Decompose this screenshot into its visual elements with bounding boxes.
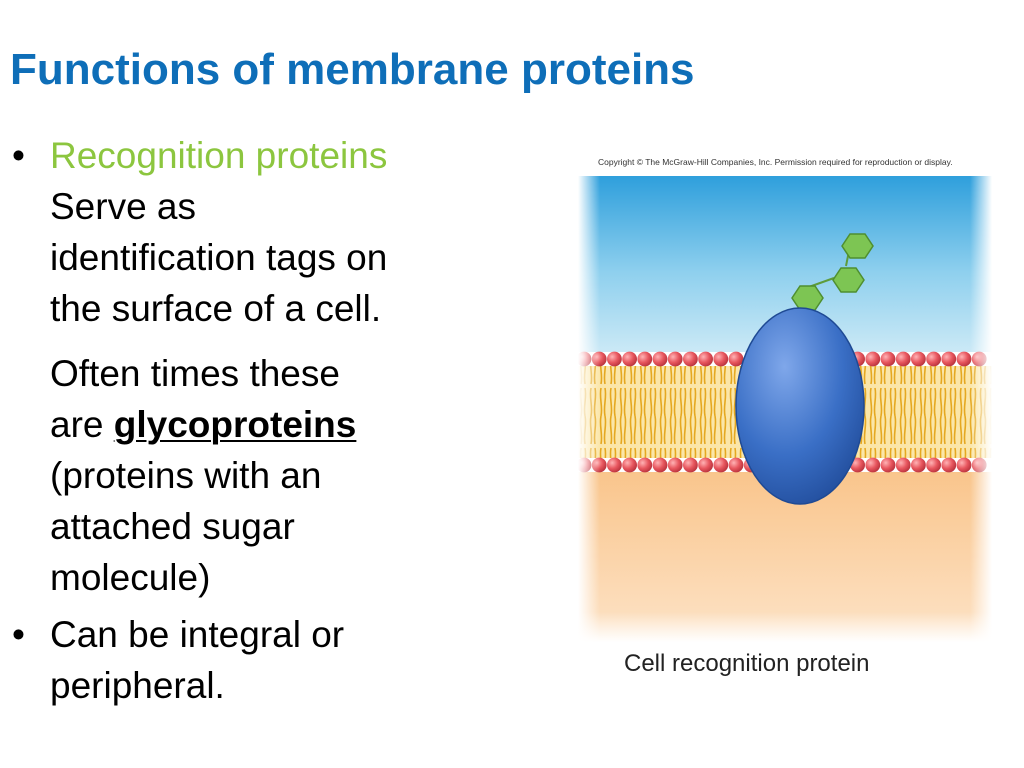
- bullet-text-line: identification tags on: [50, 237, 388, 278]
- bullet-text-line: the surface of a cell.: [50, 288, 382, 329]
- figure-caption: Cell recognition protein: [624, 650, 870, 677]
- phospholipid-head: [911, 457, 926, 473]
- phospholipid-head: [926, 351, 941, 367]
- phospholipid-head: [880, 457, 896, 473]
- phospholipid-head: [850, 457, 865, 473]
- bullet-list: • Recognition proteins Serve as identifi…: [12, 130, 482, 711]
- phospholipid-head: [713, 351, 729, 367]
- phospholipid-head: [652, 351, 668, 367]
- phospholipid-head: [728, 351, 744, 367]
- phospholipid-head: [941, 351, 957, 367]
- phospholipid-head: [667, 457, 683, 473]
- glycoproteins-term: glycoproteins: [113, 404, 357, 445]
- phospholipid-head: [637, 351, 653, 367]
- phospholipid-head: [956, 351, 972, 367]
- bullet-integral-or-peripheral: • Can be integral or peripheral.: [12, 609, 482, 711]
- sugar-hexagon: [841, 233, 874, 259]
- phospholipid-head: [652, 457, 668, 473]
- phospholipid-head: [622, 351, 637, 367]
- bullet-recognition-proteins: • Recognition proteins Serve as identifi…: [12, 130, 482, 603]
- phospholipid-head: [895, 351, 911, 367]
- membrane-figure: Copyright © The McGraw-Hill Companies, I…: [578, 150, 992, 690]
- phospholipid-head: [713, 457, 729, 473]
- phospholipid-head: [865, 457, 881, 473]
- bullet-text-line: Often times these: [50, 353, 340, 394]
- phospholipid-head: [698, 351, 713, 367]
- phospholipid-head: [895, 457, 911, 473]
- bullet-heading: Recognition proteins: [50, 135, 388, 176]
- bullet-text-line: (proteins with an: [50, 455, 322, 496]
- bullet-text-line: Can be integral or: [50, 614, 345, 655]
- phospholipid-head: [683, 457, 698, 473]
- phospholipid-head: [956, 457, 972, 473]
- phospholipid-head: [637, 457, 653, 473]
- phospholipid-head: [880, 351, 896, 367]
- phospholipid-head: [728, 457, 744, 473]
- phospholipid-head: [698, 457, 713, 473]
- bullet-text-fragment: are: [50, 404, 114, 445]
- sugar-hexagon: [832, 267, 865, 293]
- bullet-text-line: molecule): [50, 557, 211, 598]
- membrane-diagram: [578, 176, 992, 642]
- phospholipid-head: [622, 457, 637, 473]
- phospholipid-head: [865, 351, 881, 367]
- bullet-text-line: peripheral.: [50, 665, 225, 706]
- phospholipid-head: [911, 351, 926, 367]
- bullet-text-line: attached sugar: [50, 506, 295, 547]
- bullet-marker: •: [12, 135, 25, 176]
- slide-title: Functions of membrane proteins: [10, 45, 695, 94]
- bullet-text-line: Serve as: [50, 186, 197, 227]
- phospholipid-head: [667, 351, 683, 367]
- phospholipid-head: [607, 457, 622, 473]
- bullet-text-line-with-term: are glycoproteins: [50, 399, 482, 450]
- phospholipid-head: [941, 457, 957, 473]
- phospholipid-head: [683, 351, 698, 367]
- phospholipid-head: [926, 457, 941, 473]
- recognition-protein: [735, 307, 865, 505]
- bullet-marker: •: [12, 614, 25, 655]
- copyright-notice: Copyright © The McGraw-Hill Companies, I…: [598, 157, 953, 167]
- phospholipid-head: [607, 351, 622, 367]
- sugar-chain-icon: [791, 233, 874, 337]
